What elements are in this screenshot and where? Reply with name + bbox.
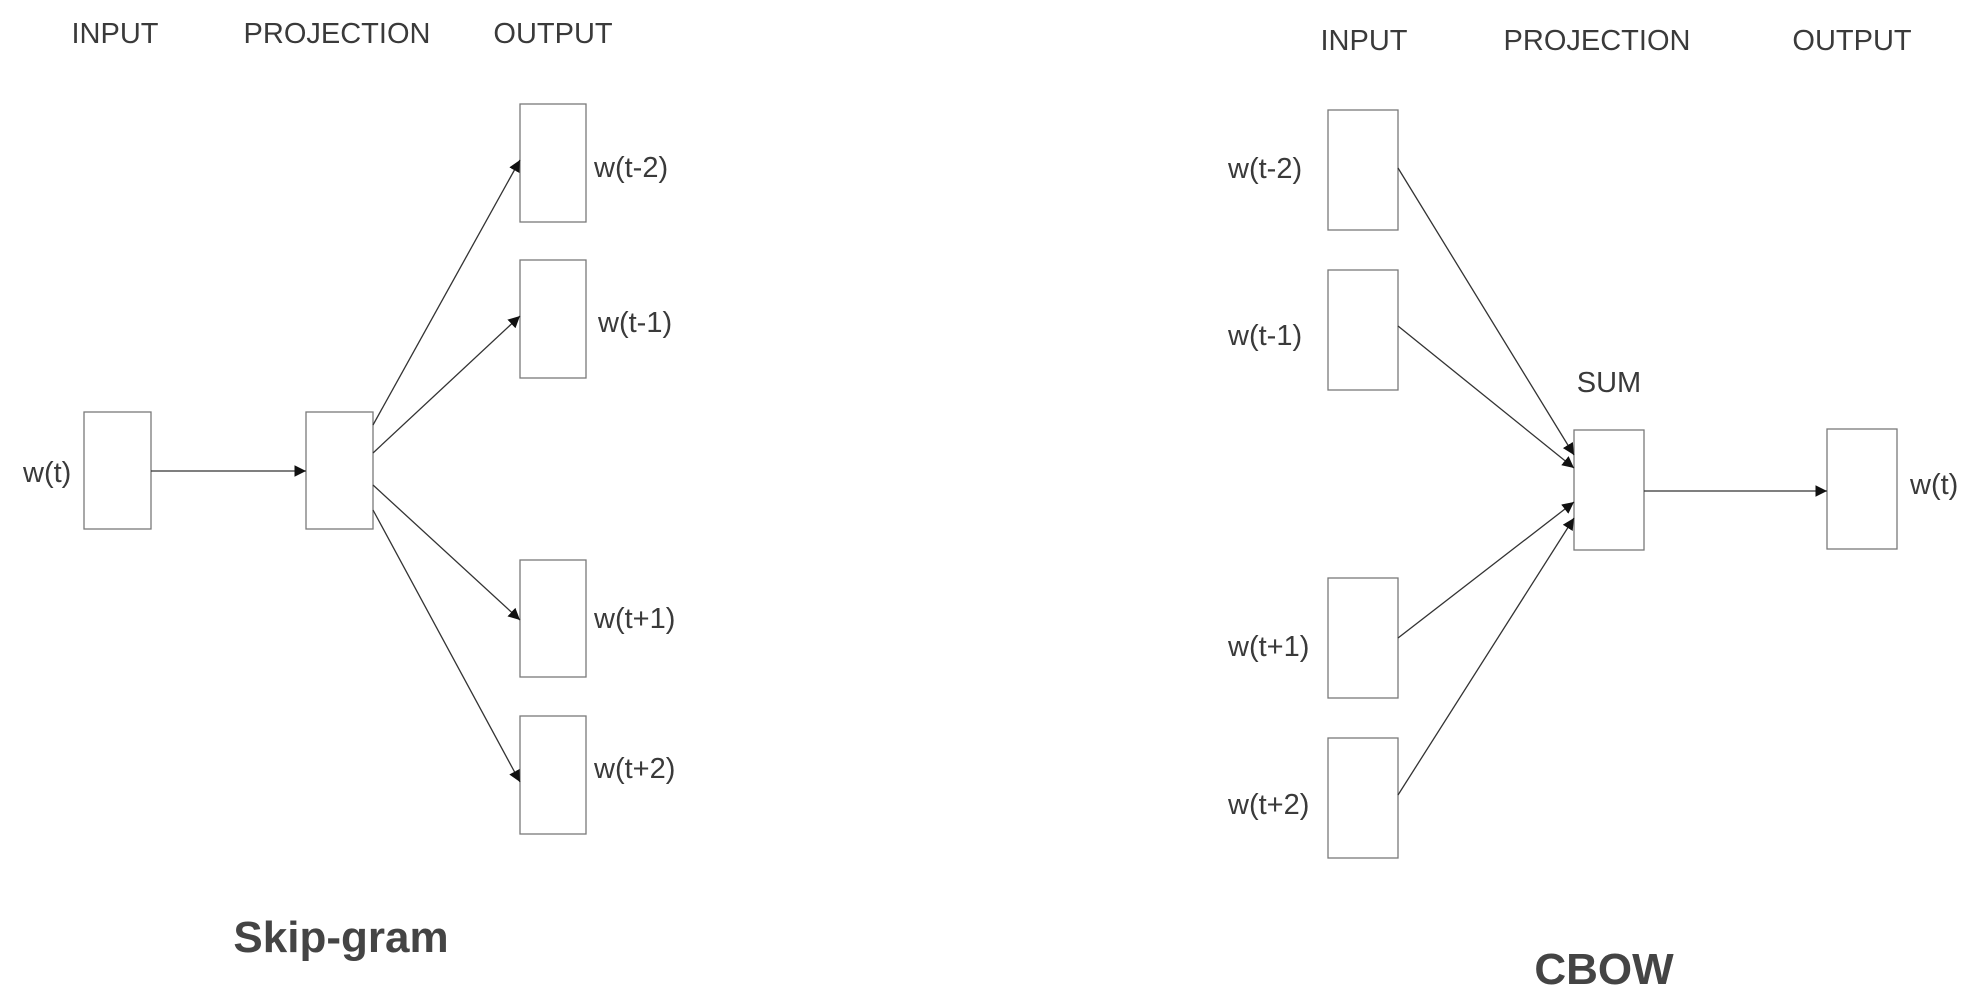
cbow-title: CBOW — [1534, 945, 1674, 994]
skipgram-projection-node — [305, 411, 374, 530]
skipgram-output-node-t+2 — [519, 715, 587, 835]
cbow-output-header: OUTPUT — [1792, 25, 1912, 57]
skipgram-diagram: INPUT PROJECTION OUTPUT w(t) w(t-2) w(t-… — [22, 18, 675, 962]
cbow-projection-header: PROJECTION — [1504, 25, 1691, 57]
cbow-arrow-from-t+1 — [1397, 501, 1575, 639]
cbow-input-node-t-1 — [1327, 269, 1399, 391]
skipgram-output-label-t-1: w(t-1) — [597, 307, 672, 339]
cbow-input-node-t+2 — [1327, 737, 1399, 859]
cbow-arrow-from-t+2 — [1397, 517, 1575, 796]
skipgram-output-node-t-2 — [519, 103, 587, 223]
cbow-arrow-from-t-1 — [1397, 325, 1575, 469]
skipgram-projection-header: PROJECTION — [244, 18, 431, 50]
cbow-sum-label: SUM — [1577, 367, 1641, 399]
cbow-projection-node — [1573, 429, 1645, 551]
cbow-output-node — [1826, 428, 1898, 550]
cbow-input-node-t+1 — [1327, 577, 1399, 699]
skipgram-output-label-t+1: w(t+1) — [593, 603, 675, 635]
skipgram-output-header: OUTPUT — [493, 18, 613, 50]
cbow-arrow-from-t-2 — [1397, 167, 1575, 456]
skipgram-arrow-to-t+1 — [372, 484, 521, 621]
skipgram-output-label-t+2: w(t+2) — [593, 753, 675, 785]
skipgram-arrow-to-t-1 — [372, 315, 521, 454]
cbow-input-node-t-2 — [1327, 109, 1399, 231]
skipgram-output-node-t-1 — [519, 259, 587, 379]
cbow-input-label-t-1: w(t-1) — [1227, 320, 1302, 352]
skipgram-arrow-to-t-2 — [372, 159, 521, 426]
skipgram-input-header: INPUT — [72, 18, 159, 50]
cbow-diagram: INPUT PROJECTION OUTPUT w(t-2) w(t-1) w(… — [1227, 25, 1958, 994]
skipgram-title: Skip-gram — [233, 913, 448, 962]
cbow-input-label-t+2: w(t+2) — [1227, 789, 1309, 821]
skipgram-input-node — [83, 411, 152, 530]
skipgram-arrow-to-t+2 — [372, 509, 521, 783]
cbow-input-header: INPUT — [1321, 25, 1408, 57]
cbow-output-label: w(t) — [1909, 469, 1958, 501]
skipgram-input-label: w(t) — [22, 457, 71, 489]
cbow-input-label-t+1: w(t+1) — [1227, 631, 1309, 663]
skipgram-output-node-t+1 — [519, 559, 587, 678]
skipgram-output-label-t-2: w(t-2) — [593, 152, 668, 184]
cbow-input-label-t-2: w(t-2) — [1227, 153, 1302, 185]
